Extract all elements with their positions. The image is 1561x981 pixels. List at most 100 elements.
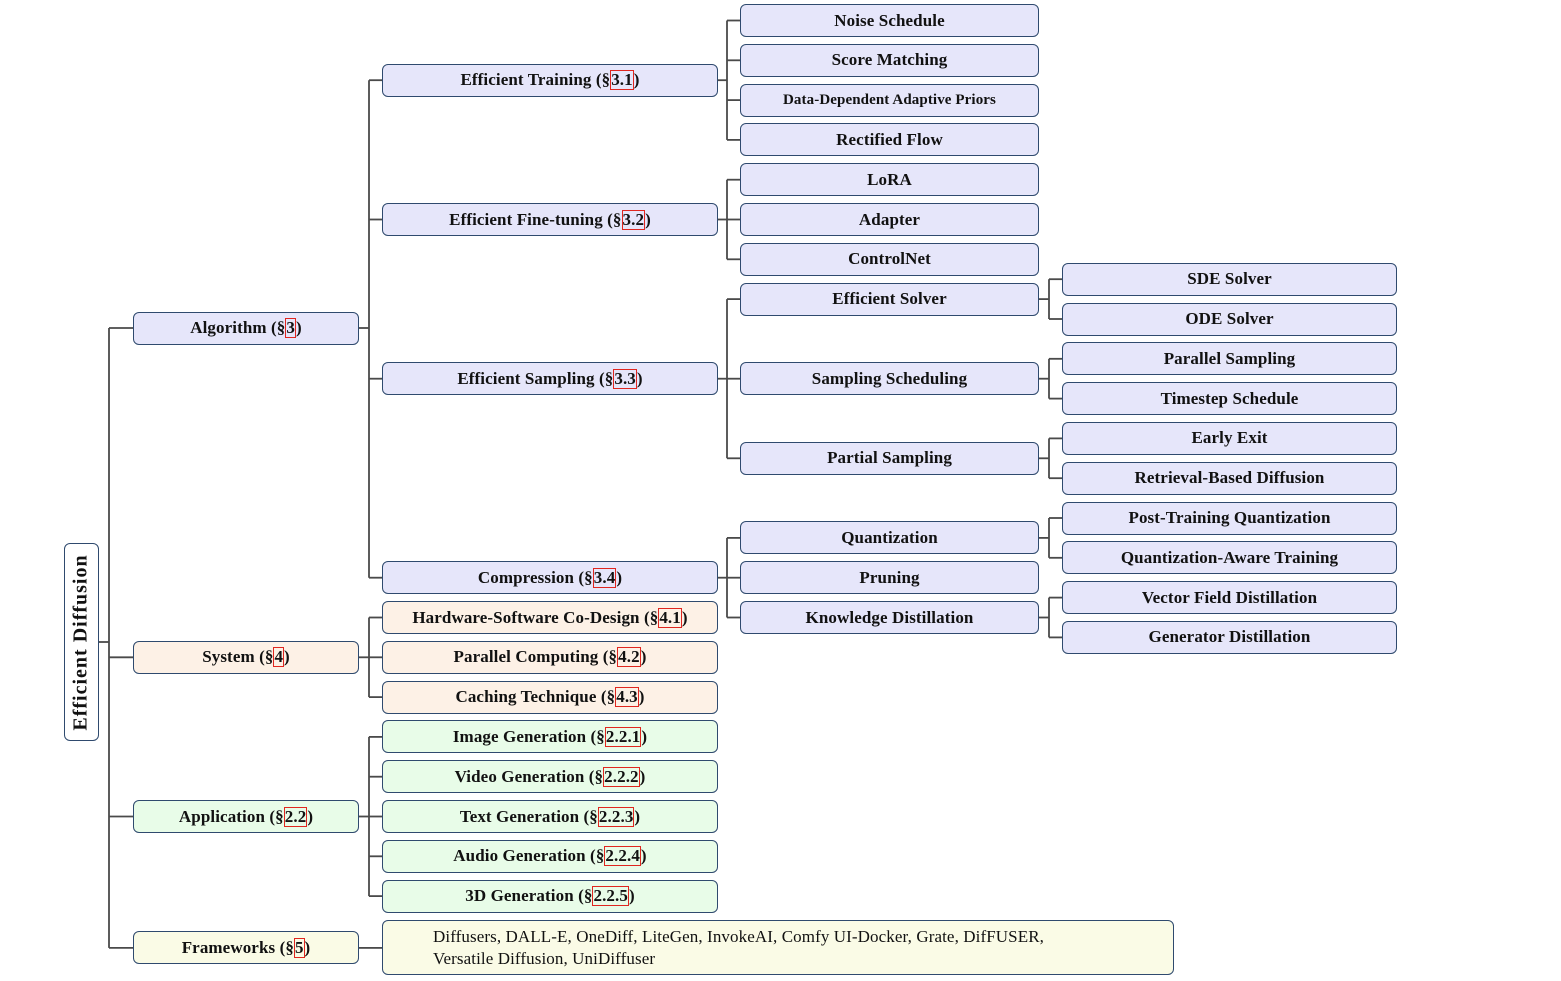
- node-label-close: ): [628, 886, 635, 906]
- controlnet-node: ControlNet: [740, 242, 1039, 276]
- node-label-close: ): [307, 806, 314, 826]
- knowledge-distillation-node: Knowledge Distillation: [740, 601, 1039, 634]
- audio-generation-node: Audio Generation (§2.2.4): [382, 839, 718, 873]
- section-reference-link[interactable]: 2.2.5: [592, 886, 629, 907]
- quantization-node: Quantization: [740, 521, 1039, 555]
- frameworks-list-line: Versatile Diffusion, UniDiffuser: [433, 948, 656, 968]
- data-dependent-adaptive-priors-node: Data-Dependent Adaptive Priors: [740, 83, 1039, 117]
- algorithm-node: Algorithm (§3): [133, 311, 359, 345]
- ode-solver-node: ODE Solver: [1062, 302, 1397, 336]
- hw-sw-codesign-node: Hardware-Software Co-Design (§4.1): [382, 601, 718, 634]
- node-label: System (§: [202, 647, 274, 667]
- compression-node: Compression (§3.4): [382, 561, 718, 595]
- node-label-close: ): [639, 766, 646, 786]
- lora-node: LoRA: [740, 163, 1039, 197]
- node-label: ControlNet: [848, 249, 931, 269]
- node-label-close: ): [638, 687, 645, 707]
- node-label: Video Generation (§: [454, 766, 604, 786]
- video-generation-node: Video Generation (§2.2.2): [382, 760, 718, 794]
- caching-technique-node: Caching Technique (§4.3): [382, 680, 718, 714]
- node-label: Noise Schedule: [834, 10, 945, 30]
- node-label: Post-Training Quantization: [1128, 508, 1331, 527]
- node-label: Parallel Computing (§: [453, 647, 618, 667]
- section-reference-link[interactable]: 3.2: [621, 209, 646, 230]
- frameworks-node: Frameworks (§5): [133, 931, 359, 965]
- node-label: Efficient Solver: [832, 289, 947, 309]
- node-label: Algorithm (§: [190, 318, 286, 337]
- node-label: Score Matching: [831, 50, 948, 70]
- quantization-aware-training-node: Quantization-Aware Training: [1062, 541, 1397, 575]
- node-label: Compression (§: [477, 567, 593, 587]
- retrieval-based-diffusion-node: Retrieval-Based Diffusion: [1062, 461, 1397, 495]
- node-label: Generator Distillation: [1148, 627, 1311, 647]
- section-reference-link[interactable]: 2.2: [283, 806, 308, 827]
- section-reference-link[interactable]: 3: [285, 318, 296, 338]
- sampling-scheduling-node: Sampling Scheduling: [740, 362, 1039, 396]
- node-label: Pruning: [859, 567, 920, 587]
- node-label: Audio Generation (§: [453, 846, 605, 866]
- node-label: Early Exit: [1191, 428, 1268, 448]
- node-label: Caching Technique (§: [455, 687, 616, 707]
- timestep-schedule-node: Timestep Schedule: [1062, 382, 1397, 416]
- node-label-close: ): [634, 806, 641, 826]
- text-generation-node: Text Generation (§2.2.3): [382, 800, 718, 833]
- parallel-sampling-node: Parallel Sampling: [1062, 342, 1397, 376]
- section-reference-link[interactable]: 5: [293, 937, 305, 958]
- efficient-training-node: Efficient Training (§3.1): [382, 63, 718, 97]
- section-reference-link[interactable]: 3.1: [610, 70, 634, 91]
- node-label: Text Generation (§: [459, 806, 598, 826]
- node-label-close: ): [284, 647, 290, 667]
- noise-schedule-node: Noise Schedule: [740, 4, 1039, 37]
- partial-sampling-node: Partial Sampling: [740, 441, 1039, 475]
- node-label: Retrieval-Based Diffusion: [1134, 468, 1325, 488]
- adapter-node: Adapter: [740, 203, 1039, 236]
- node-label: Partial Sampling: [827, 448, 952, 468]
- node-label-close: ): [681, 607, 688, 627]
- application-node: Application (§2.2): [133, 800, 359, 833]
- node-label-close: ): [304, 937, 311, 957]
- efficient-sampling-node: Efficient Sampling (§3.3): [382, 362, 718, 396]
- node-label: LoRA: [867, 169, 912, 189]
- node-label: Sampling Scheduling: [811, 368, 968, 388]
- section-reference-link[interactable]: 4.1: [658, 607, 682, 628]
- node-label-close: ): [645, 209, 651, 229]
- node-label: Efficient Training (§: [460, 70, 611, 90]
- section-reference-link[interactable]: 2.2.2: [603, 766, 640, 787]
- node-label: Efficient Sampling (§: [457, 368, 614, 388]
- early-exit-node: Early Exit: [1062, 421, 1397, 455]
- 3d-generation-node: 3D Generation (§2.2.5): [382, 879, 718, 913]
- node-label: Hardware-Software Co-Design (§: [412, 607, 659, 627]
- section-reference-link[interactable]: 4.3: [615, 687, 639, 708]
- node-label: Quantization: [841, 527, 938, 547]
- section-reference-link[interactable]: 3.3: [613, 368, 637, 389]
- node-label: ODE Solver: [1185, 309, 1274, 328]
- section-reference-link[interactable]: 4: [273, 647, 285, 668]
- score-matching-node: Score Matching: [740, 43, 1039, 77]
- root-label: Efficient Diffusion: [70, 553, 92, 731]
- frameworks-list-node: Diffusers, DALL-E, OneDiff, LiteGen, Inv…: [382, 920, 1174, 976]
- section-reference-link[interactable]: 4.2: [617, 647, 641, 668]
- parallel-computing-node: Parallel Computing (§4.2): [382, 640, 718, 674]
- node-label: Rectified Flow: [836, 129, 943, 149]
- section-reference-link[interactable]: 2.2.3: [597, 806, 635, 827]
- node-label: 3D Generation (§: [465, 886, 593, 906]
- node-label: Timestep Schedule: [1160, 388, 1299, 408]
- node-label-close: ): [616, 567, 623, 587]
- node-label-close: ): [640, 647, 647, 667]
- node-label-close: ): [640, 846, 647, 866]
- section-reference-link[interactable]: 2.2.1: [604, 726, 642, 747]
- generator-distillation-node: Generator Distillation: [1062, 620, 1397, 654]
- efficient-fine-tuning-node: Efficient Fine-tuning (§3.2): [382, 203, 718, 236]
- node-label: Frameworks (§: [181, 937, 294, 957]
- vector-field-distillation-node: Vector Field Distillation: [1062, 581, 1397, 615]
- rectified-flow-node: Rectified Flow: [740, 123, 1039, 157]
- section-reference-link[interactable]: 3.4: [592, 567, 617, 588]
- node-label: Quantization-Aware Training: [1120, 547, 1339, 567]
- node-label-close: ): [296, 318, 302, 337]
- section-reference-link[interactable]: 2.2.4: [604, 846, 641, 867]
- node-label: Vector Field Distillation: [1141, 587, 1318, 607]
- node-label-close: ): [636, 368, 643, 388]
- node-label: Adapter: [858, 209, 921, 229]
- pruning-node: Pruning: [740, 561, 1039, 595]
- efficient-solver-node: Efficient Solver: [740, 282, 1039, 316]
